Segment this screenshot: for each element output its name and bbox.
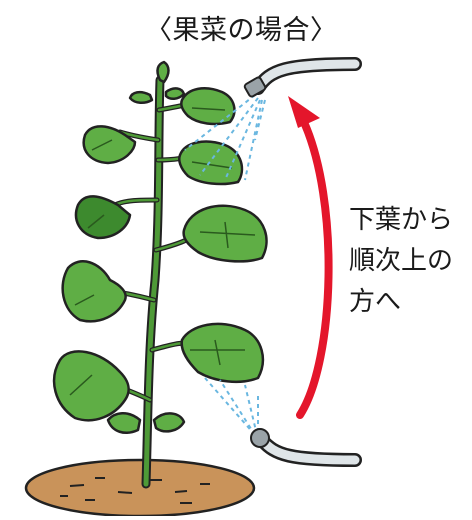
leaf-bottom-right — [180, 322, 265, 384]
upward-arrow-icon — [288, 96, 333, 419]
title: 〈果菜の場合〉 — [145, 15, 338, 46]
soil-mound — [24, 458, 256, 518]
leaf-upper-right — [178, 140, 244, 186]
water-spray-top — [184, 94, 266, 181]
leaf-top-bud — [156, 60, 170, 84]
caption-line-3: 方へ — [349, 287, 402, 317]
plant-leaves — [52, 60, 268, 434]
water-spray-bottom — [204, 377, 259, 436]
leaf-small-bottom-left — [106, 412, 142, 434]
leaf-bottom-left — [52, 350, 130, 422]
leaf-top-bud-right — [164, 87, 186, 100]
caption-line-2: 順次上の — [349, 246, 454, 276]
leaf-mid-left — [61, 260, 127, 323]
leaf-upper-left-2 — [82, 125, 137, 165]
leaf-top-right — [180, 87, 236, 126]
caption-line-1: 下葉から — [349, 205, 454, 235]
leaf-small-bottom-right — [152, 412, 186, 433]
leaf-top-bud-left — [128, 90, 154, 104]
hose-nozzle-bottom — [250, 428, 362, 467]
caption: 下葉から 順次上の 方へ — [349, 200, 453, 323]
hose-nozzle-top — [243, 57, 362, 98]
